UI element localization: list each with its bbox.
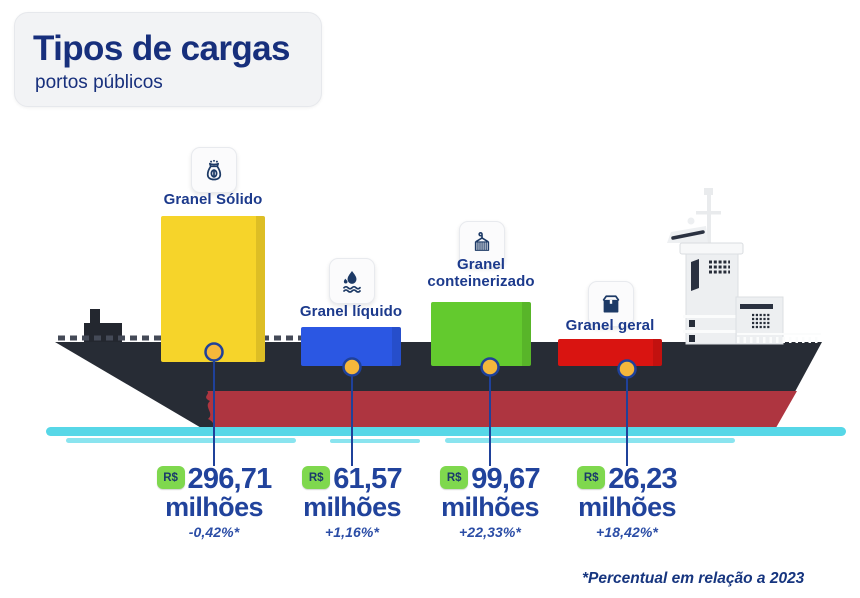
cargo-value: 99,67 <box>471 463 540 495</box>
bridge-mast-tip <box>704 188 713 195</box>
tower-hatch-lower <box>689 335 695 342</box>
value-group-granel-liquido: R$ 61,57 milhões +1,16%* <box>277 464 427 540</box>
cargo-block-granel-conteinerizado <box>431 302 531 366</box>
connector-dot <box>204 342 224 362</box>
currency-badge: R$ <box>302 466 331 489</box>
cargo-change: +18,42%* <box>596 524 658 540</box>
cargo-value: 61,57 <box>333 463 402 495</box>
deckhouse-windows <box>752 313 771 329</box>
value-group-granel-conteinerizado: R$ 99,67 milhões +22,33%* <box>415 464 565 540</box>
cargo-unit: milhões <box>165 492 263 522</box>
tower-door <box>691 259 699 291</box>
granel-liquido-label: Granel líquido <box>299 303 403 320</box>
title-card: Tipos de cargas portos públicos <box>14 12 322 107</box>
water <box>46 427 846 436</box>
granel-conteinerizado-label: Granel conteinerizado <box>427 256 535 290</box>
radar-dish <box>687 217 695 225</box>
water-highlight <box>445 438 735 443</box>
tower-hatch-upper <box>689 320 695 327</box>
currency-badge: R$ <box>577 466 606 489</box>
bridge-mast <box>707 194 711 246</box>
cargo-unit: milhões <box>303 492 401 522</box>
grain-sack-icon <box>191 147 237 193</box>
cargo-block-granel-solido <box>161 216 265 362</box>
footnote: *Percentual em relação a 2023 <box>582 570 805 587</box>
deckhouse-vent <box>740 304 773 309</box>
cargo-unit: milhões <box>441 492 539 522</box>
tower-railing-lower <box>683 330 741 333</box>
tower-windows <box>709 260 730 274</box>
cargo-block-granel-geral <box>558 339 662 366</box>
package-box-icon <box>588 281 634 327</box>
cargo-change: +22,33%* <box>459 524 521 540</box>
bridge-mast-crossbar <box>696 211 721 215</box>
water-highlight <box>66 438 296 443</box>
page-title: Tipos de cargas <box>33 29 290 68</box>
connector-dot <box>617 359 637 379</box>
cargo-change: -0,42%* <box>188 524 240 540</box>
currency-badge: R$ <box>156 466 185 489</box>
page-subtitle: portos públicos <box>35 72 163 93</box>
value-group-granel-geral: R$ 26,23 milhões +18,42%* <box>552 464 702 540</box>
container-crane-icon <box>459 221 505 267</box>
granel-geral-label: Granel geral <box>565 317 655 334</box>
connector-dot <box>480 357 500 377</box>
value-group-granel-solido: R$ 296,71 milhões -0,42%* <box>139 464 289 540</box>
cargo-change: +1,16%* <box>324 524 380 540</box>
granel-solido-label: Granel Sólido <box>163 191 263 208</box>
connector-dot <box>342 357 362 377</box>
cargo-unit: milhões <box>578 492 676 522</box>
tower-railing-upper <box>683 315 741 318</box>
liquid-drop-icon <box>329 258 375 304</box>
cargo-value: 26,23 <box>608 463 677 495</box>
wheelhouse-window <box>671 230 705 240</box>
ship-hull-bottom <box>206 391 798 433</box>
cargo-value: 296,71 <box>187 463 273 495</box>
currency-badge: R$ <box>440 466 469 489</box>
